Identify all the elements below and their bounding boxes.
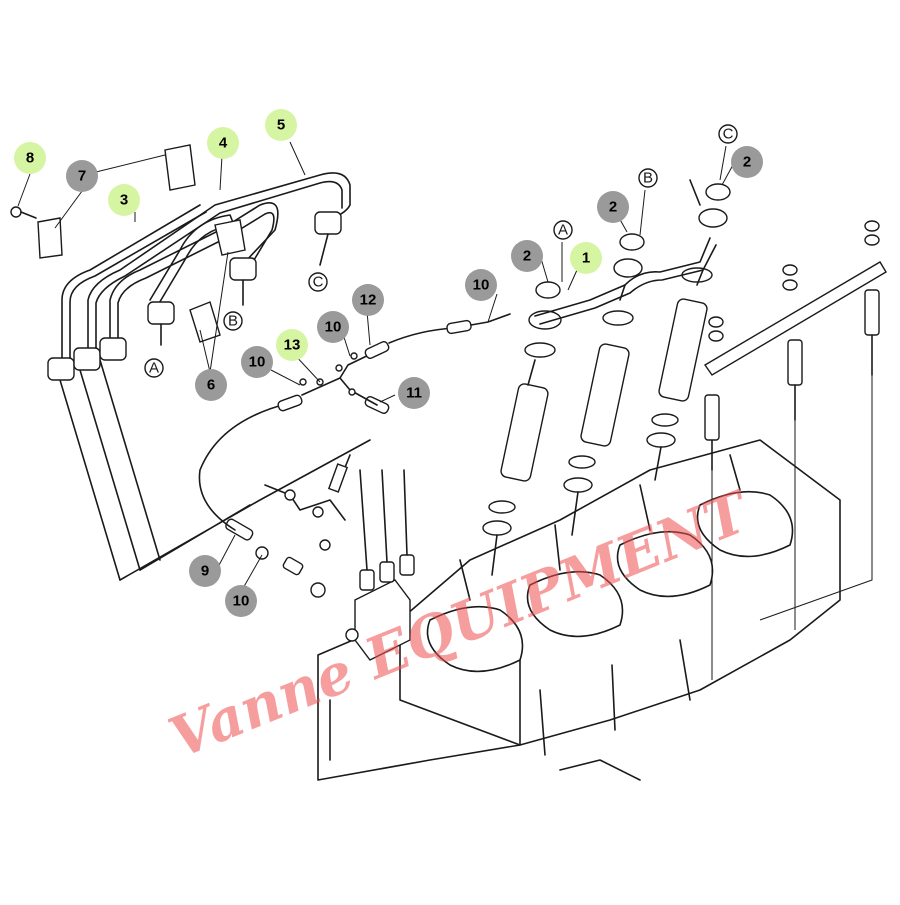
leak-off-fittings [225,484,346,598]
callout-6-badge [195,369,227,401]
callout-2-left[interactable]: 2 [511,240,543,272]
connector-b-left [223,311,243,331]
callout-12[interactable]: 12 [352,284,384,316]
callout-10-upper[interactable]: 10 [317,311,349,343]
callout-12-badge [352,284,384,316]
callout-8[interactable]: 8 [14,142,46,174]
callout-4-badge [207,127,239,159]
connector-a-left [144,358,164,378]
watermark-text: Vanne EQUIPMENT [160,478,761,772]
callout-11[interactable]: 11 [398,377,430,409]
connector-b-left-label: B [228,313,238,330]
callout-1-badge [570,242,602,274]
callout-2-middle-badge [597,191,629,223]
callout-7[interactable]: 7 [66,160,98,192]
callout-2-middle-label: 2 [609,199,617,216]
connector-c-left-label: C [313,274,324,291]
connector-a-right [553,220,573,240]
callout-5-label: 5 [277,117,285,134]
callout-10-upper-badge [317,311,349,343]
injector-3 [646,179,731,481]
callout-10-right[interactable]: 10 [465,269,497,301]
connector-a-left-label: A [149,360,159,377]
callouts: 8 7 3 4 5 6 13 10 [14,109,763,617]
callout-2-right-badge [731,146,763,178]
callout-8-label: 8 [26,150,34,167]
callout-7-badge [66,160,98,192]
callout-10-right-label: 10 [473,277,490,294]
engine-block [317,439,841,781]
callout-3[interactable]: 3 [108,184,140,216]
callout-7-label: 7 [78,168,86,185]
connector-a-right-label: A [558,222,568,239]
callout-6[interactable]: 6 [195,369,227,401]
callout-4[interactable]: 4 [207,127,239,159]
pipe-clamps [10,144,246,343]
callout-13-badge [276,329,308,361]
glow-plugs [703,220,887,680]
callout-9-badge [189,555,221,587]
callout-2-middle[interactable]: 2 [597,191,629,223]
callout-5-badge [265,109,297,141]
callout-1-label: 1 [582,250,590,267]
callout-8-badge [14,142,46,174]
callout-9[interactable]: 9 [189,555,221,587]
connector-c-right [718,124,738,144]
fuel-pipe-right [534,237,717,325]
callout-1[interactable]: 1 [570,242,602,274]
callout-6-label: 6 [207,377,215,394]
callout-5[interactable]: 5 [265,109,297,141]
connector-c-left [308,272,328,292]
connector-c-right-label: C [723,126,734,143]
fuel-pipes-left [47,172,371,581]
callout-10-left-badge [241,346,273,378]
connector-letters: A B C A B C [144,124,738,378]
injection-pump [327,454,415,661]
callout-3-badge [108,184,140,216]
callout-9-label: 9 [201,563,209,580]
callout-3-label: 3 [120,192,128,209]
callout-10-bottom[interactable]: 10 [225,585,257,617]
callout-2-right-label: 2 [743,154,751,171]
callout-11-label: 11 [406,385,422,402]
callout-2-left-label: 2 [523,248,531,265]
connector-b-right [638,168,658,188]
callout-4-label: 4 [219,135,228,152]
callout-13[interactable]: 13 [276,329,308,361]
watermark: Vanne EQUIPMENT [160,478,761,772]
callout-2-left-badge [511,240,543,272]
callout-10-left-label: 10 [249,354,266,371]
callout-10-bottom-label: 10 [233,593,250,610]
callout-13-label: 13 [284,337,301,354]
callout-10-bottom-badge [225,585,257,617]
callout-12-label: 12 [360,292,377,309]
injector-1 [482,281,562,576]
callout-10-left[interactable]: 10 [241,346,273,378]
callout-10-right-badge [465,269,497,301]
injector-2 [563,233,645,536]
callout-2-right[interactable]: 2 [731,146,763,178]
callout-11-badge [398,377,430,409]
return-hose [198,313,511,531]
connector-b-right-label: B [643,170,653,187]
callout-10-upper-label: 10 [325,319,342,336]
